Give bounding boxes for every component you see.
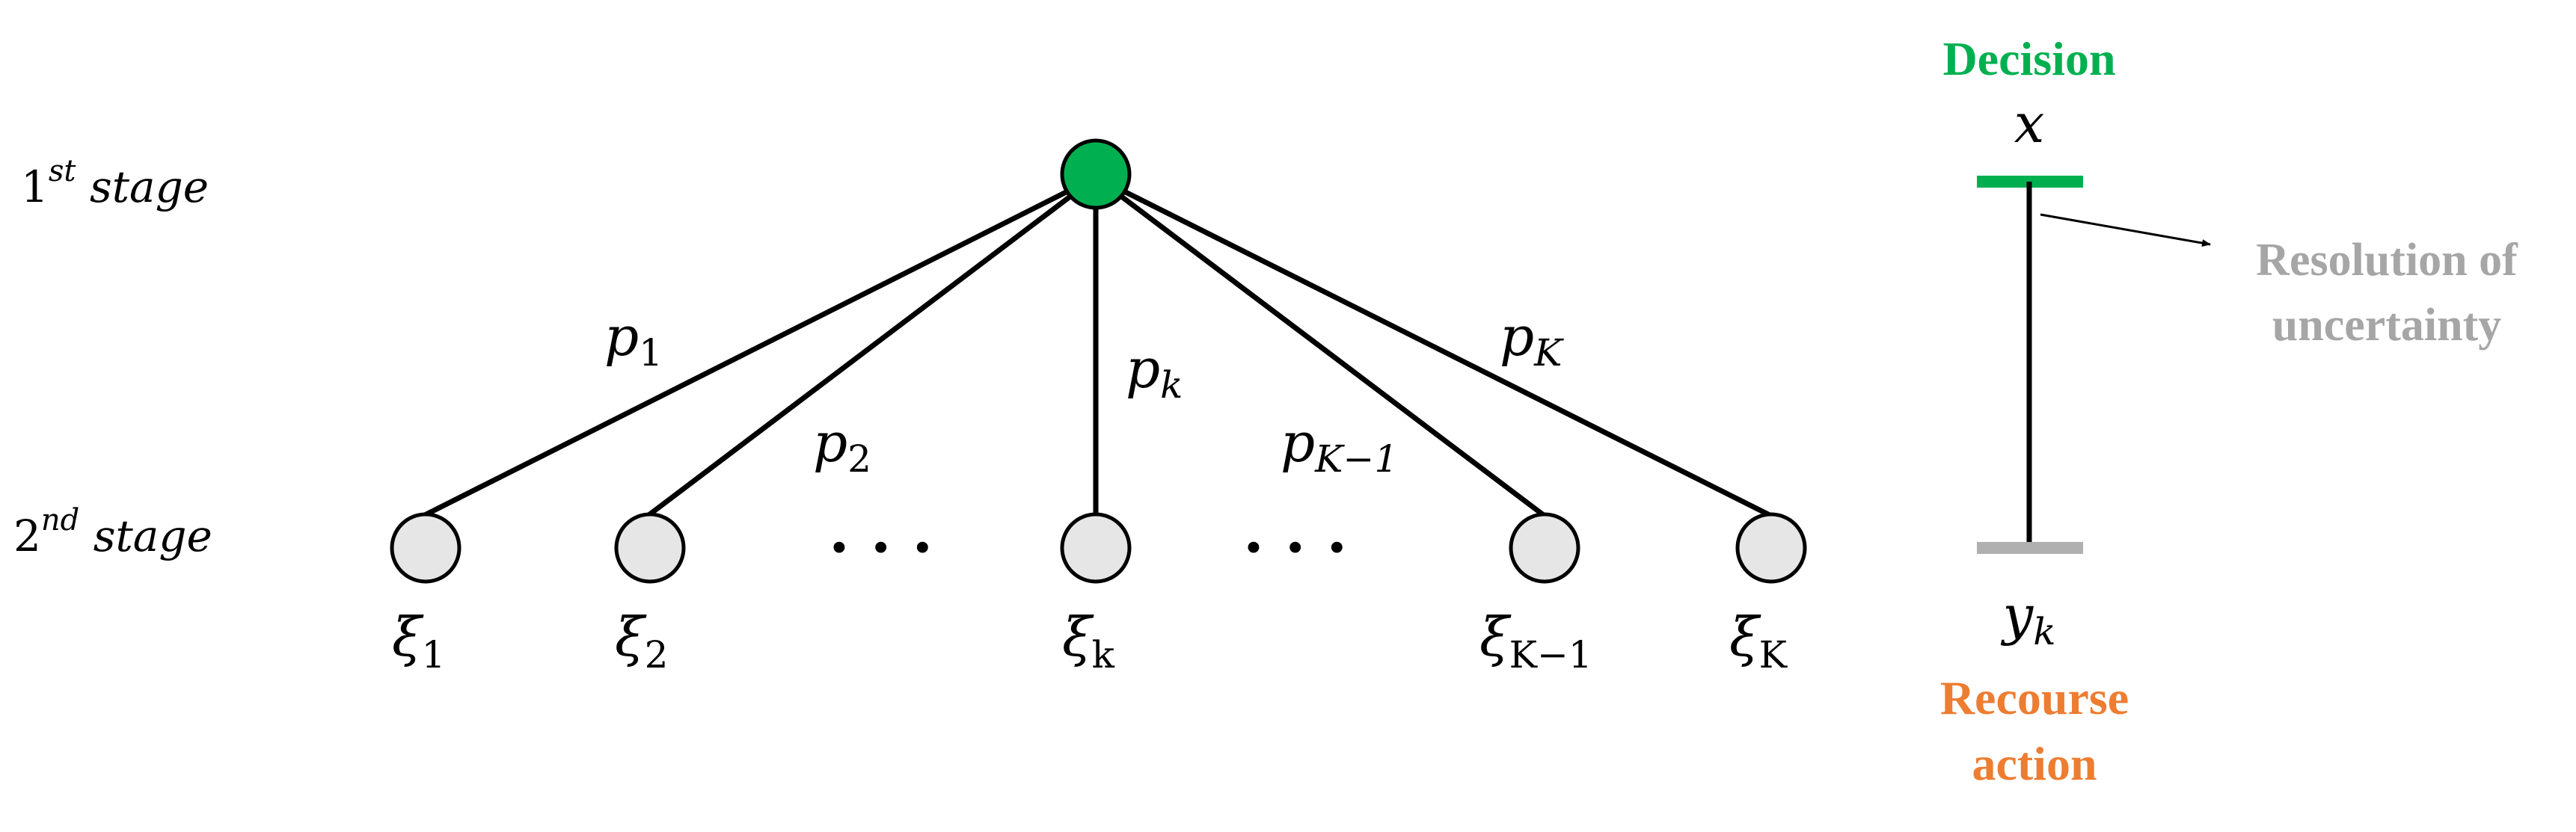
scenario-nodes [390,512,1807,584]
scenario-label-K-1: ξK−1 [1479,605,1592,677]
first-stage-word: stage [90,161,209,212]
resolution-label-line1: Resolution of [2256,235,2518,286]
scenario-node-2 [614,512,686,584]
recourse-variable: yk [2001,584,2056,653]
probability-label-1: p1 [604,305,663,375]
scenario-label-k: ξk [1062,605,1115,677]
scenario-node-K-1 [1509,512,1580,584]
first-stage-number: 1 [21,161,49,212]
second-stage-word: stage [93,511,212,561]
tree-edges [422,174,1773,519]
edge-to-scenario-K [1094,174,1773,519]
probability-label-K: pK [1500,305,1564,375]
recourse-label-line1: Recourse [1940,671,2129,724]
scenario-label-1: ξ1 [392,605,445,677]
probability-label-K-1: pK−1 [1281,411,1398,481]
second-stage-superscript: nd [41,503,79,537]
second-stage-label: 2nd stage [13,503,212,561]
root-decision-node [1060,138,1132,210]
first-stage-label: 1st stage [21,154,209,212]
recourse-label-line2: action [1972,737,2097,790]
resolution-arrow [2040,213,2211,247]
scenario-node-K [1735,512,1807,584]
scenario-label-2: ξ2 [615,605,668,677]
edge-to-scenario-2 [645,175,1098,518]
ellipsis-left: · · · [829,512,933,582]
probability-label-2: p2 [813,411,871,481]
decision-label: Decision [1942,32,2115,85]
resolution-label-line2: uncertainty [2272,300,2502,351]
probability-label-k: pk [1126,337,1183,407]
edge-to-scenario-K-1 [1094,175,1547,518]
scenario-node-1 [390,512,461,584]
decision-variable: x [2014,92,2045,155]
edge-to-scenario-1 [422,174,1097,519]
scenario-node-k [1060,512,1132,584]
ellipsis-right: · · · [1243,512,1347,582]
scenario-label-K: ξK [1729,605,1788,677]
second-stage-number: 2 [13,511,41,561]
first-stage-superscript: st [49,154,77,188]
